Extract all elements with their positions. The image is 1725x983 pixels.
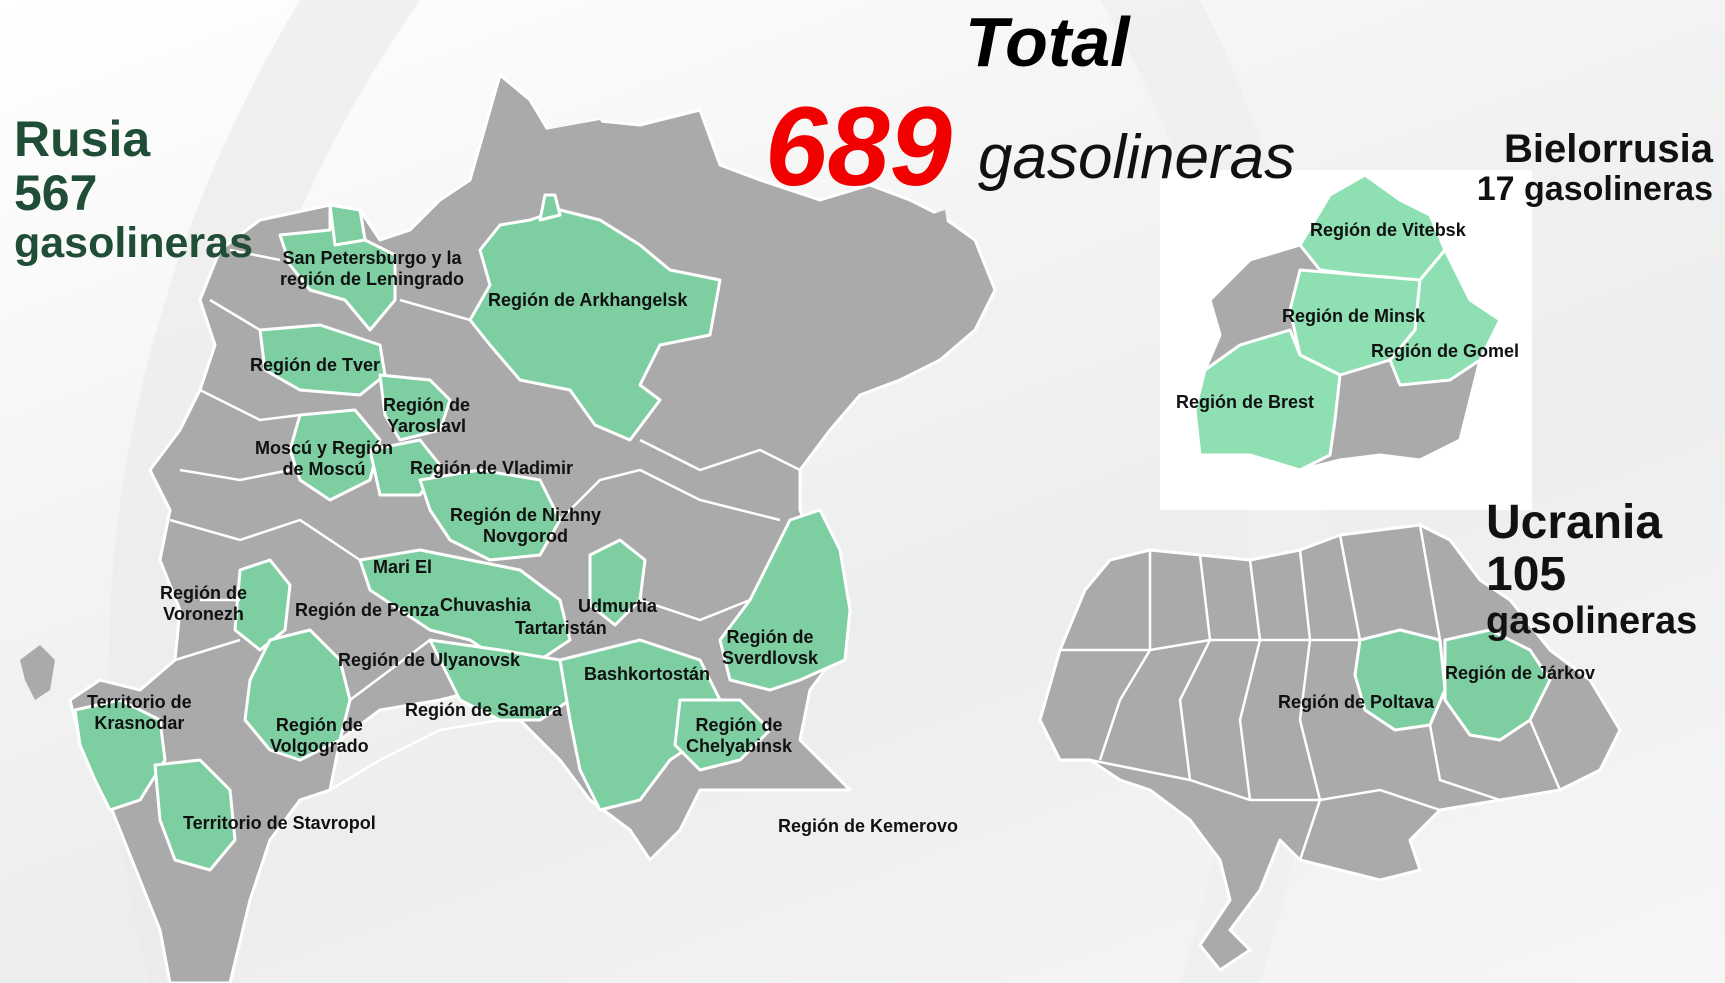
label-vladimir: Región de Vladimir <box>410 458 574 478</box>
label-yaroslavl-line1: Región de <box>383 395 471 415</box>
label-voronezh: Región de Voronezh <box>160 583 247 624</box>
label-moscow-line2: de Moscú <box>282 458 366 479</box>
label-volgograd-line2: Volgogrado <box>270 735 369 756</box>
label-udmurtia: Udmurtia <box>578 596 658 616</box>
region-sverdlovsk <box>718 508 852 692</box>
label-poltava: Región de Poltava <box>1278 692 1435 712</box>
label-krasnodar-line2: Krasnodar <box>94 712 185 733</box>
label-nizhny-line1: Región de Nizhny <box>450 505 602 525</box>
region-stavropol <box>153 758 237 872</box>
total-unit: gasolineras <box>978 123 1296 192</box>
russia-unit: gasolineras <box>14 219 253 267</box>
russia-region-borders <box>169 248 801 792</box>
label-nizhny: Región de Nizhny Novgorod <box>450 505 601 546</box>
region-volgograd <box>243 628 352 762</box>
label-krasnodar: Territorio de Krasnodar <box>87 692 192 733</box>
label-sverdlovsk: Región de Sverdlovsk <box>722 627 818 668</box>
total-number: 689 <box>765 84 952 209</box>
belarus-gomel <box>1388 248 1502 387</box>
label-moscow: Moscú y Región de Moscú <box>255 438 393 479</box>
belarus-brest <box>1193 328 1342 472</box>
belarus-map <box>1193 173 1502 472</box>
russia-map <box>20 73 997 983</box>
region-tver <box>258 323 387 397</box>
region-ulyanovsk-samara <box>428 638 572 722</box>
russia-east-peninsula <box>930 210 950 250</box>
label-yaroslavl-line2: Yaroslavl <box>386 415 467 436</box>
label-chelyabinsk-line1: Región de <box>695 715 783 735</box>
russia-west-island <box>20 645 55 700</box>
label-stavropol: Territorio de Stavropol <box>183 813 376 833</box>
label-gomel: Región de Gomel <box>1371 341 1520 361</box>
label-spb-line2: región de Leningrado <box>280 268 465 289</box>
label-vitebsk: Región de Vitebsk <box>1310 220 1466 240</box>
belarus-title: Bielorrusia 17 gasolineras <box>1476 127 1713 209</box>
ukraine-count: 105 <box>1486 547 1567 601</box>
ukraine-title: Ucrania 105 gasolineras <box>1486 497 1697 642</box>
label-mari: Mari El <box>373 557 433 577</box>
ukraine-map <box>1038 523 1622 972</box>
label-spb-line1: San Petersburgo y la <box>282 248 462 268</box>
region-north-strip <box>328 203 367 247</box>
label-sverdlovsk-line2: Sverdlovsk <box>722 647 819 668</box>
region-krasnodar <box>73 698 167 812</box>
region-north-strip-2 <box>538 193 562 222</box>
label-voronezh-line2: Voronezh <box>163 603 244 624</box>
region-yaroslavl <box>378 373 452 442</box>
region-voronezh <box>233 558 292 652</box>
label-chelyabinsk-line2: Chelyabinsk <box>686 735 793 756</box>
label-chelyabinsk: Región de Chelyabinsk <box>686 715 792 756</box>
label-krasnodar-line1: Territorio de <box>87 692 192 712</box>
belarus-name: Bielorrusia <box>1504 127 1713 171</box>
region-nizhny <box>418 468 562 562</box>
region-moscow <box>288 408 382 502</box>
label-tver: Región de Tver <box>250 355 381 375</box>
label-yaroslavl: Región de Yaroslavl <box>383 395 470 436</box>
label-kemerovo: Región de Kemerovo <box>778 816 959 836</box>
label-penza: Región de Penza <box>295 600 440 620</box>
ukraine-region-borders <box>1060 524 1562 861</box>
label-chuvashia: Chuvashia <box>440 595 532 615</box>
ukraine-name: Ucrania <box>1486 496 1663 549</box>
russia-north-island <box>545 120 620 175</box>
label-minsk: Región de Minsk <box>1282 306 1426 326</box>
region-chelyabinsk <box>673 698 772 772</box>
label-spb: San Petersburgo y la región de Leningrad… <box>280 248 464 289</box>
label-volgograd: Región de Volgogrado <box>270 715 369 756</box>
label-sverdlovsk-line1: Región de <box>726 627 814 647</box>
label-bashkortostan: Bashkortostán <box>584 664 711 684</box>
region-arkhangelsk <box>468 208 722 442</box>
label-kharkov: Región de Járkov <box>1445 663 1596 683</box>
russia-count: 567 <box>14 165 98 221</box>
label-arkhangelsk: Región de Arkhangelsk <box>488 290 688 310</box>
label-samara: Región de Samara <box>405 700 563 720</box>
russia-title: Rusia 567 gasolineras <box>14 112 253 266</box>
russia-name: Rusia <box>14 111 151 167</box>
label-tatarstan: Tartaristán <box>515 618 607 638</box>
total-label: Total <box>965 3 1130 81</box>
ukraine-unit: gasolineras <box>1486 599 1698 642</box>
belarus-count: 17 gasolineras <box>1476 170 1713 209</box>
label-ulyanovsk: Región de Ulyanovsk <box>338 650 521 670</box>
label-brest: Región de Brest <box>1176 392 1315 412</box>
label-voronezh-line1: Región de <box>160 583 248 603</box>
label-moscow-line1: Moscú y Región <box>255 438 394 458</box>
label-nizhny-line2: Novgorod <box>483 525 568 546</box>
region-bashkortostan <box>558 638 722 812</box>
label-volgograd-line1: Región de <box>275 715 363 735</box>
